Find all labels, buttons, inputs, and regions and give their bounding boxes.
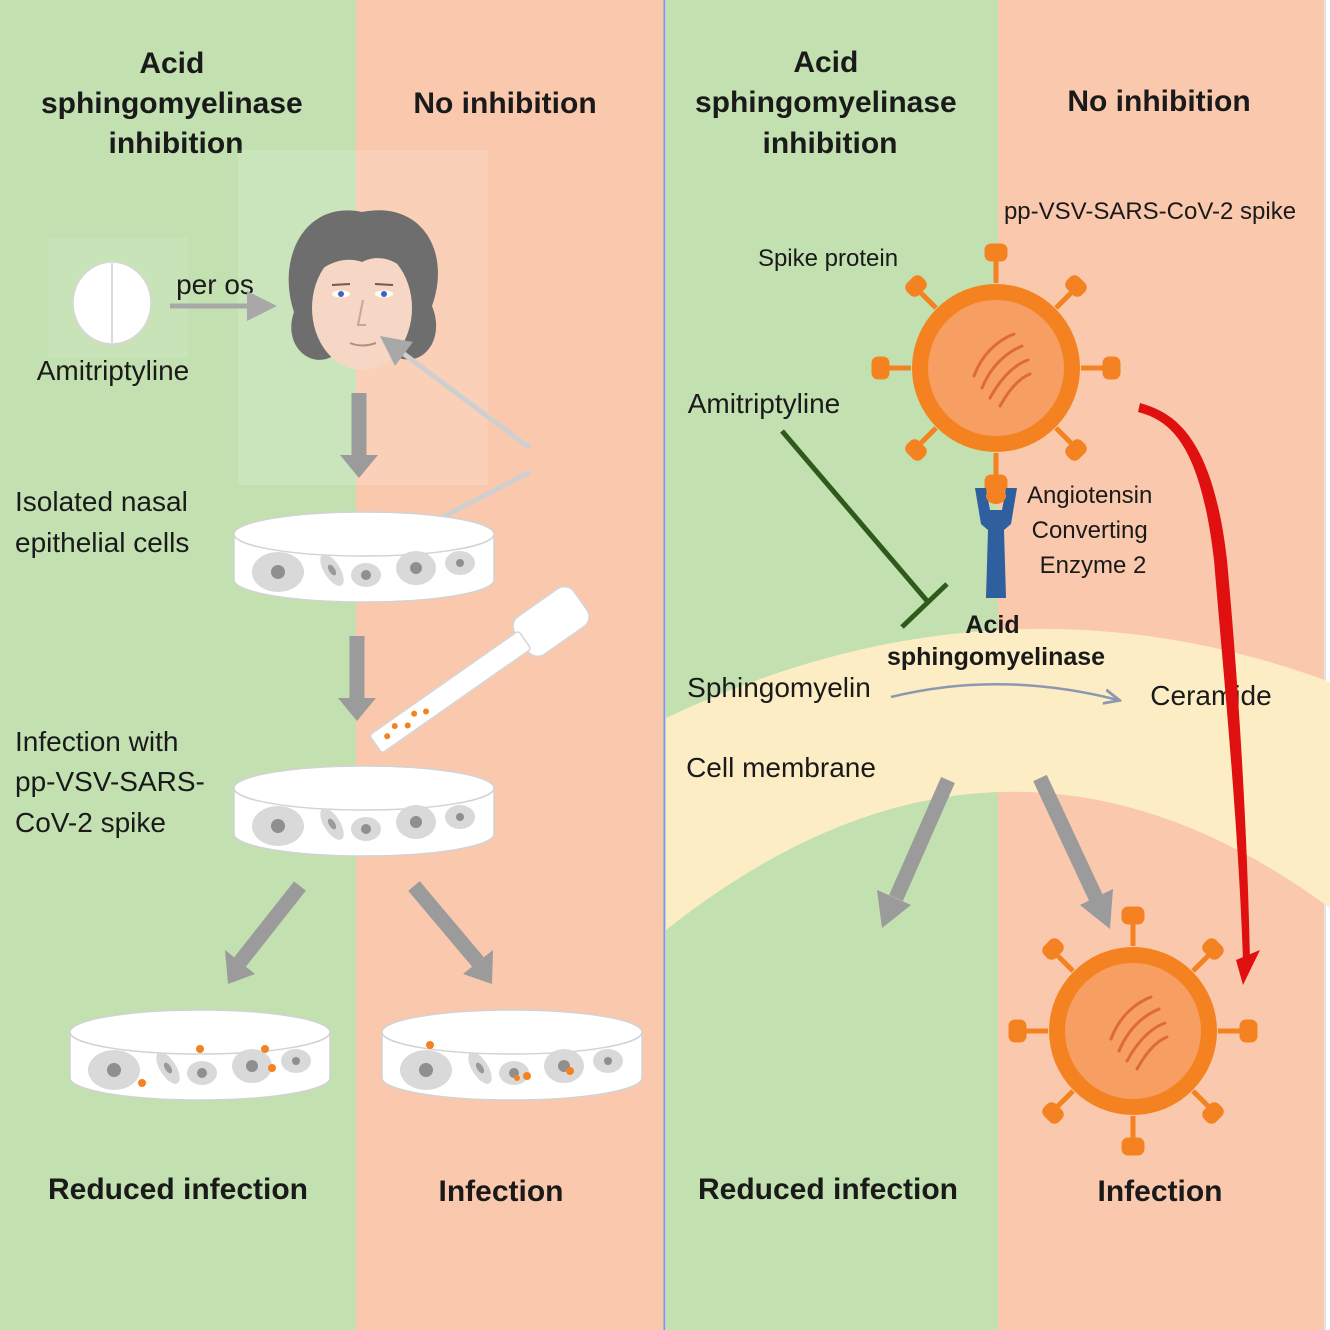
left-green-background: [0, 0, 356, 1330]
cell-membrane-band: [666, 628, 1330, 930]
virus-particle-top: [874, 246, 1118, 490]
reduced-virus-dots: [138, 1045, 276, 1087]
virus-particle-bottom: [1011, 909, 1255, 1153]
enzyme-label: Acid sphingomyelinase: [887, 611, 1105, 671]
left-panel: Acid sphingomyelinase inhibition No inhi…: [15, 47, 643, 1208]
branch-arrow-inhibition: [234, 881, 306, 967]
right-outcome-reduced: Reduced infection: [698, 1173, 958, 1206]
route-label: per os: [176, 269, 254, 300]
right-arrow-inhibition-head: [877, 890, 911, 928]
right-arrow-inhibition: [889, 776, 955, 902]
right-header-no-inhibition: No inhibition: [1067, 85, 1250, 118]
petri-dish-isolated: [233, 511, 495, 603]
left-header-inhibition: Acid sphingomyelinase inhibition: [41, 47, 311, 160]
virus-name-label: pp-VSV-SARS-CoV-2 spike: [1004, 198, 1296, 225]
petri-dish-infected: [233, 765, 495, 857]
petri-dish-reduced: [69, 1009, 331, 1101]
spike-protein-label: Spike protein: [758, 245, 898, 272]
person-icon: [288, 210, 438, 370]
step-arrow-1-head: [340, 455, 378, 478]
infection-virus-dots: [426, 1041, 574, 1081]
ace2-label: Angiotensin Converting Enzyme 2: [1027, 482, 1159, 579]
left-outcome-infection: Infection: [439, 1175, 564, 1208]
ceramide-label: Ceramide: [1150, 680, 1271, 711]
branch-arrow-inhibition-head: [225, 950, 255, 984]
left-header-no-inhibition: No inhibition: [413, 87, 596, 120]
right-arrow-no-inhibition: [1033, 774, 1103, 902]
inhibition-symbol: [780, 429, 949, 629]
infection-feedback-arrow: [1138, 403, 1260, 985]
left-outcome-reduced: Reduced infection: [48, 1173, 308, 1206]
right-panel: Acid sphingomyelinase inhibition No inhi…: [686, 46, 1296, 1208]
branch-arrow-no-inhibition: [408, 881, 484, 967]
right-outcome-infection: Infection: [1098, 1175, 1223, 1208]
ace2-receptor: [975, 488, 1017, 598]
isolated-cells-label: Isolated nasal epithelial cells: [15, 486, 196, 558]
petri-dish-infection: [381, 1009, 643, 1101]
pipette-icon: [369, 585, 590, 753]
pill-icon: [72, 261, 152, 345]
step-arrow-2-head: [338, 698, 376, 721]
left-drug-label: Amitriptyline: [37, 355, 189, 386]
nasal-swab-arrow: [379, 336, 532, 451]
sphingomyelin-label: Sphingomyelin: [687, 672, 871, 703]
right-header-inhibition: Acid sphingomyelinase inhibition: [695, 46, 965, 160]
cell-membrane-label: Cell membrane: [686, 752, 876, 783]
right-arrow-no-inhibition-head: [1080, 889, 1113, 929]
conversion-arrow: [890, 683, 1118, 700]
branch-arrow-no-inhibition-head: [463, 950, 493, 984]
right-drug-label: Amitriptyline: [688, 388, 840, 419]
infection-step-label: Infection with pp-VSV-SARS- CoV-2 spike: [15, 726, 213, 838]
